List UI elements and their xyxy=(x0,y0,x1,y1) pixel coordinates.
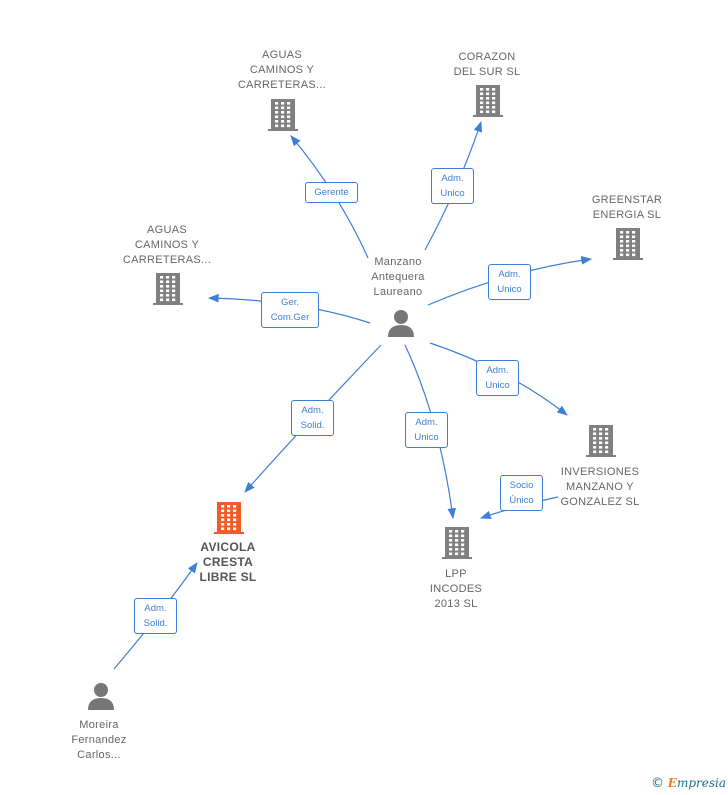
person-icon[interactable] xyxy=(88,683,114,710)
building-icon[interactable] xyxy=(442,527,472,559)
footer-credit: © Empresia xyxy=(651,776,726,791)
edge-label-e1[interactable]: Gerente xyxy=(305,182,358,203)
edge-label-e9[interactable]: Adm.Solid. xyxy=(134,598,177,634)
building-icon[interactable] xyxy=(473,85,503,117)
copyright-symbol: © xyxy=(650,776,664,791)
edge-label-e6[interactable]: Adm.Solid. xyxy=(291,400,334,436)
building-icon[interactable] xyxy=(613,228,643,260)
building-icon[interactable] xyxy=(214,502,244,534)
edge-label-e2[interactable]: Adm.Unico xyxy=(431,168,474,204)
building-icon[interactable] xyxy=(153,273,183,305)
building-icon[interactable] xyxy=(586,425,616,457)
person-icon[interactable] xyxy=(388,310,414,337)
edge-label-e7[interactable]: Adm.Unico xyxy=(405,412,448,448)
edge-label-e4[interactable]: Ger.Com.Ger xyxy=(261,292,319,328)
edge-label-e5[interactable]: Adm.Unico xyxy=(476,360,519,396)
building-icon[interactable] xyxy=(268,99,298,131)
edge-label-e3[interactable]: Adm.Unico xyxy=(488,264,531,300)
brand-logo[interactable]: Empresia xyxy=(667,776,726,790)
